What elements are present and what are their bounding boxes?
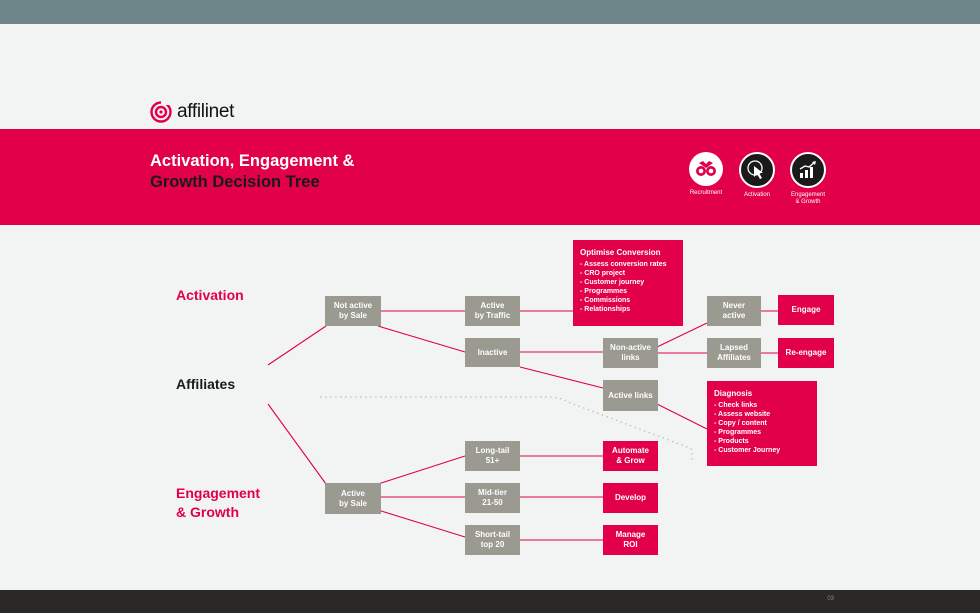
list-item: - Programmes xyxy=(580,288,628,295)
stage-label: Engagement & Growth xyxy=(790,192,826,205)
list-item: - Assess website xyxy=(714,411,771,418)
connector-sale-longtail xyxy=(377,455,466,485)
binoculars-icon xyxy=(689,152,723,186)
node-automate-grow: Automate& Grow xyxy=(603,441,658,471)
section-affiliates: Affiliates xyxy=(176,376,236,392)
top-bar xyxy=(0,0,980,24)
optimise-conversion-box: Optimise Conversion - Assess conversion … xyxy=(573,240,683,326)
list-item: - Customer Journey xyxy=(714,447,781,454)
title-line-2: Growth Decision Tree xyxy=(150,173,320,191)
node-re-engage: Re-engage xyxy=(778,338,834,368)
connector-affiliates-active-sale xyxy=(267,403,327,485)
stage-recruitment: Recruitment xyxy=(679,152,733,197)
node-active-links: Active links xyxy=(603,380,658,411)
list-item: - Commissions xyxy=(580,297,631,304)
connector-notactive-inactive xyxy=(377,325,466,353)
list-item: - Relationships xyxy=(580,306,631,313)
optimise-title: Optimise Conversion xyxy=(580,248,661,257)
connector-sale-shorttail xyxy=(377,509,466,538)
stage-label: Activation xyxy=(743,192,770,198)
footer-bar: 03 xyxy=(0,590,980,613)
list-item: - Programmes xyxy=(714,429,762,436)
connector-activelinks-diagnosis xyxy=(656,403,708,430)
list-item: - Assess conversion rates xyxy=(580,261,667,268)
affilinet-logo: affilinet xyxy=(150,100,234,124)
page-title: Activation, Engagement & Growth Decision… xyxy=(150,151,354,193)
stage-engagement-growth: Engagement & Growth xyxy=(781,152,835,206)
connector-inactive-activelinks xyxy=(519,366,604,389)
connector-affiliates-not-active xyxy=(267,325,327,366)
list-item: - CRO project xyxy=(580,270,626,277)
title-line-1: Activation, Engagement & xyxy=(150,152,355,170)
header-banner: Activation, Engagement & Growth Decision… xyxy=(0,129,980,225)
section-engagement-growth: Engagement & Growth xyxy=(176,485,261,520)
brand-name: affilinet xyxy=(177,101,235,122)
connector-nonactive-never xyxy=(656,322,708,348)
node-engage: Engage xyxy=(778,295,834,325)
list-item: - Check links xyxy=(714,402,758,409)
page-number: 03 xyxy=(827,596,834,602)
growth-chart-icon xyxy=(790,152,826,188)
list-item: - Products xyxy=(714,438,749,445)
diagnosis-title: Diagnosis xyxy=(714,389,753,398)
list-item: - Copy / content xyxy=(714,420,767,427)
list-item: - Customer journey xyxy=(580,279,645,286)
node-inactive: Inactive xyxy=(465,338,520,367)
pointer-click-icon xyxy=(739,152,775,188)
section-activation: Activation xyxy=(176,287,244,303)
node-develop: Develop xyxy=(603,483,658,513)
stage-label: Recruitment xyxy=(689,190,723,196)
stage-activation: Activation xyxy=(730,152,784,199)
diagnosis-box: Diagnosis - Check links - Assess website… xyxy=(707,381,817,466)
affilinet-logo-icon xyxy=(150,101,172,123)
